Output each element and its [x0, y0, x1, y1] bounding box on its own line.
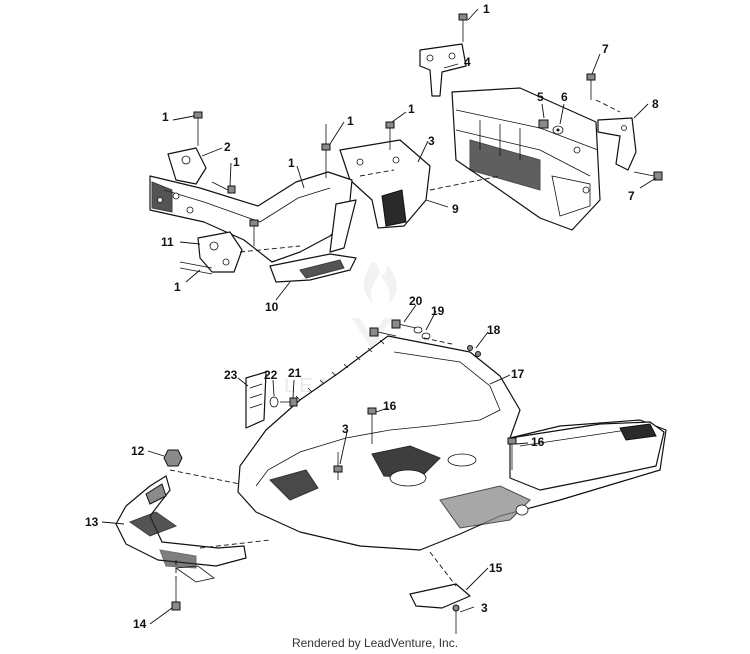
- frame-rail: [149, 124, 353, 263]
- callout-21: 21: [288, 366, 302, 380]
- bracket-part-11: [179, 219, 259, 275]
- nut-part-5: [538, 119, 549, 129]
- callout-15: 15: [489, 561, 503, 575]
- plate-part-23: [245, 371, 267, 429]
- bolt-part-3-lower: [452, 604, 460, 634]
- fasteners-part-18: [467, 345, 481, 357]
- plate-part-15: [409, 583, 471, 609]
- callout-20: 20: [409, 294, 423, 308]
- washer-part-22: [269, 396, 279, 408]
- callout-8: 8: [652, 97, 659, 111]
- callout-9: 9: [452, 202, 459, 216]
- callout-6: 6: [561, 90, 568, 104]
- callout-17: 17: [511, 367, 525, 381]
- callout-11: 11: [161, 235, 174, 249]
- callout-3: 3: [342, 422, 349, 436]
- mount-bracket-part-3: [339, 121, 431, 229]
- bolt-part-21: [280, 397, 298, 407]
- callout-labels: 1 4 7 5 6 8 1 1 1 3 2 1 1 7 9 11 1 10 20…: [85, 2, 659, 631]
- bolt-part-7-top: [586, 73, 596, 100]
- leader-lines: [101, 8, 657, 625]
- bumper-part-13: [115, 475, 247, 583]
- bolt-part-16-center: [367, 407, 377, 444]
- hood-part-17: [237, 335, 667, 551]
- callout-3: 3: [481, 601, 488, 615]
- rail-part-10: [269, 199, 357, 283]
- callout-1: 1: [162, 110, 169, 124]
- callout-7: 7: [602, 42, 609, 56]
- bolt-part-14: [171, 580, 181, 611]
- frame-block-part-9: [451, 87, 601, 231]
- callout-1: 1: [174, 280, 181, 294]
- callout-1: 1: [233, 155, 240, 169]
- callout-5: 5: [537, 90, 544, 104]
- footer-credit: Rendered by LeadVenture, Inc.: [291, 636, 459, 650]
- callout-10: 10: [265, 300, 279, 314]
- bracket-part-2: [167, 111, 236, 194]
- callout-1: 1: [347, 114, 354, 128]
- callout-13: 13: [85, 515, 99, 529]
- bracket-part-8: [597, 117, 637, 171]
- callout-3: 3: [428, 134, 435, 148]
- callout-1: 1: [483, 2, 490, 16]
- washer-part-6: [552, 125, 564, 135]
- bolts-part-20-19: [369, 319, 431, 340]
- callout-19: 19: [431, 304, 445, 318]
- bolt-part-7-bottom: [633, 171, 663, 181]
- callout-23: 23: [224, 368, 238, 382]
- callout-1: 1: [408, 102, 415, 116]
- callout-18: 18: [487, 323, 501, 337]
- callout-2: 2: [224, 140, 231, 154]
- watermark-logo: [352, 262, 397, 350]
- callout-22: 22: [264, 368, 278, 382]
- callout-16: 16: [531, 435, 545, 449]
- callout-1: 1: [288, 156, 295, 170]
- callout-16: 16: [383, 399, 397, 413]
- bolt-part-16-right: [507, 437, 517, 470]
- callout-7: 7: [628, 189, 635, 203]
- callout-4: 4: [464, 55, 471, 69]
- nut-part-12: [163, 449, 183, 467]
- bracket-part-4: [419, 13, 468, 97]
- callout-12: 12: [131, 444, 145, 458]
- alignment-lines-upper: [239, 99, 621, 253]
- callout-14: 14: [133, 617, 147, 631]
- alignment-lines-lower: [169, 337, 457, 587]
